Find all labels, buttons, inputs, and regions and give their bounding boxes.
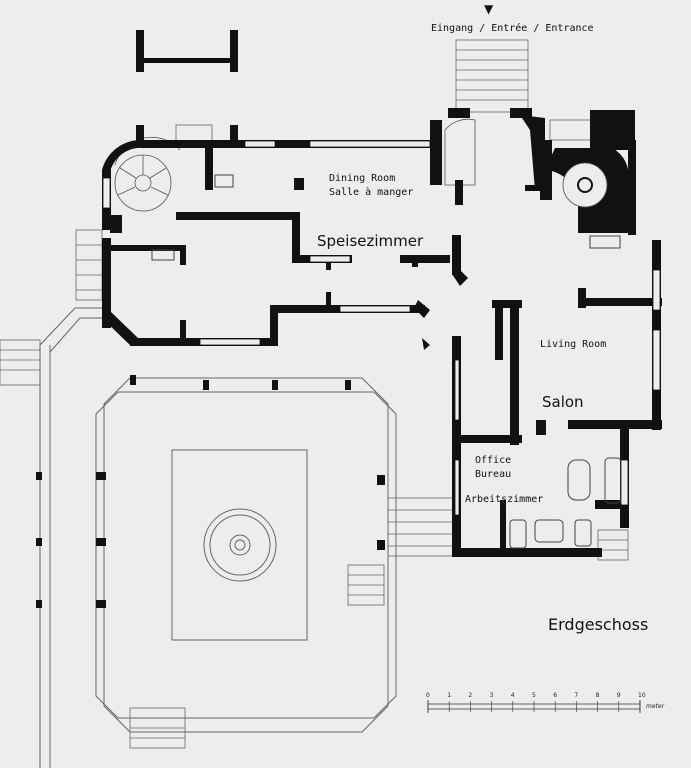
scale-tick-label: 9 xyxy=(616,692,621,699)
furniture xyxy=(151,174,622,549)
scale-tick-label: 2 xyxy=(468,692,473,699)
office-fr: Bureau xyxy=(475,469,512,480)
scale-unit: meter xyxy=(646,703,665,710)
windows xyxy=(102,140,661,516)
dining-room-de: Speisezimmer xyxy=(317,232,424,250)
courtyard-posts xyxy=(36,375,385,608)
courtyard xyxy=(39,307,397,768)
scale-tick-label: 7 xyxy=(574,692,579,699)
scale-tick-label: 8 xyxy=(595,692,600,699)
living-room-en: Living Room xyxy=(540,339,607,350)
spiral-stair-east xyxy=(444,118,629,225)
scale-tick-label: 6 xyxy=(553,692,558,699)
scale-tick-label: 0 xyxy=(426,692,430,699)
scale-tick-label: 1 xyxy=(447,692,452,699)
dining-room-fr: Salle à manger xyxy=(329,187,414,198)
stairs xyxy=(0,39,629,749)
office-de: Arbeitszimmer xyxy=(465,494,544,505)
entrance-label: Eingang / Entrée / Entrance xyxy=(431,23,594,34)
scale-tick-label: 3 xyxy=(489,692,494,699)
living-room-de: Salon xyxy=(542,393,584,411)
scale-tick-label: 5 xyxy=(532,692,536,699)
office-en: Office xyxy=(475,455,512,466)
dining-room-en: Dining Room xyxy=(329,173,396,184)
scale-tick-label: 10 xyxy=(638,692,646,699)
floor-title: Erdgeschoss xyxy=(548,615,649,634)
triangle-down-icon: ▼ xyxy=(484,2,494,16)
scale-tick-label: 4 xyxy=(510,692,515,699)
